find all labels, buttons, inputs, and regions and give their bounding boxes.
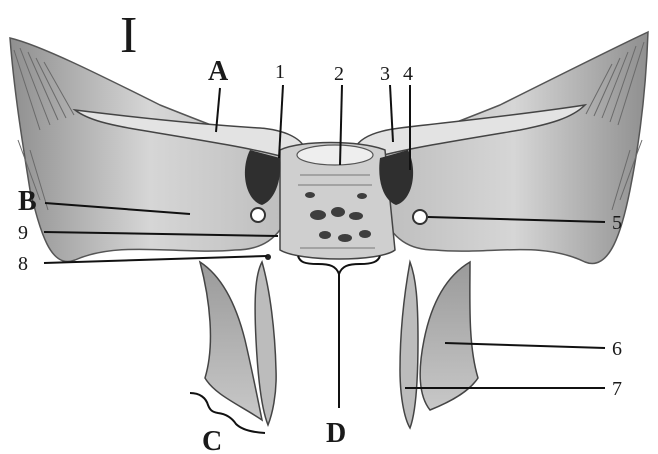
right-medial-pterygoid-plate (400, 262, 418, 428)
right-foramen-rotundum (413, 210, 427, 224)
label-4: 4 (403, 63, 413, 85)
sella-region (297, 145, 373, 165)
left-lateral-pterygoid-plate (200, 262, 262, 420)
left-foramen-rotundum (251, 208, 265, 222)
label-c: C (202, 426, 222, 454)
left-greater-wing (10, 38, 290, 262)
label-b: B (18, 186, 37, 217)
label-5: 5 (612, 212, 622, 234)
label-9: 9 (18, 222, 28, 244)
figure-title: I (120, 7, 137, 64)
label-6: 6 (612, 338, 622, 360)
label-3: 3 (380, 63, 390, 85)
label-1: 1 (275, 61, 285, 83)
label-2: 2 (334, 63, 344, 85)
label-8: 8 (18, 253, 28, 275)
label-7: 7 (612, 378, 622, 400)
label-a: A (208, 56, 229, 87)
label-d: D (326, 418, 346, 449)
